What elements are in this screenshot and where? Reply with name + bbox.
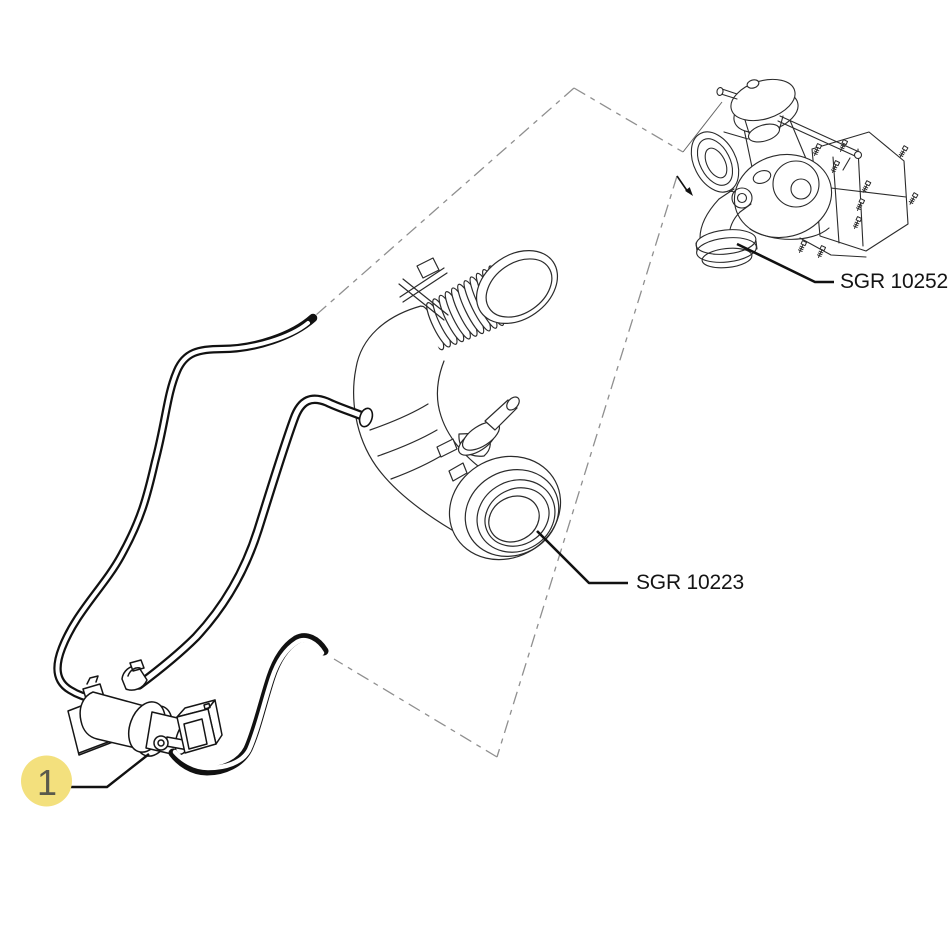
pointer-arrow-head	[685, 187, 693, 196]
leader-item-1	[56, 753, 150, 789]
vacuum-hoses-drawing	[53, 313, 374, 704]
vacuum-hose-lower-drawing	[168, 633, 329, 776]
duct-elbow-inner-edge	[436, 360, 499, 481]
air-intake-duct-drawing	[353, 250, 562, 561]
actuator-rod	[777, 115, 858, 157]
duct-lower-cuff-ring	[464, 469, 560, 557]
turbo-housing-boss	[731, 187, 753, 209]
turbo-compressor-hub	[790, 178, 812, 200]
valve-top-clamp	[121, 665, 148, 691]
duct-clamp-tab	[416, 257, 440, 279]
valve-connector-window	[183, 718, 208, 750]
assembly-location-dashed-lines	[315, 87, 684, 758]
pointer-arrow-shaft	[676, 175, 689, 193]
solenoid-valve-drawing	[67, 659, 223, 757]
vacuum-hose-middle-core	[136, 396, 368, 688]
turbo-housing-bottom-edge	[749, 227, 830, 240]
duct-lower-opening-rim	[476, 479, 556, 553]
turbo-compressor-scroll	[772, 160, 820, 208]
valve-top-clamp-arc	[127, 667, 141, 677]
turbo-bracket-foot	[799, 237, 867, 258]
valve-left-port-tab	[86, 675, 99, 685]
duct-spout-opening	[506, 396, 520, 411]
duct-lower-opening-bore	[488, 495, 540, 543]
actuator-fitting-opening	[716, 86, 724, 97]
leader-sgr-10223	[536, 530, 628, 585]
actuator-base-ring	[747, 123, 781, 143]
dashed-line-right-edge	[496, 175, 678, 758]
turbo-outlet-elbow-left	[699, 198, 720, 239]
actuator-vacuum-fitting	[720, 88, 738, 100]
turbo-inlet-ring	[696, 138, 734, 186]
duct-slot-molding	[436, 438, 458, 458]
turbo-bracket-line	[857, 148, 864, 247]
turbo-flange-ring	[696, 237, 757, 263]
item-1-badge-number[interactable]: 1	[37, 762, 57, 803]
actuator-rod-clevis	[853, 150, 863, 160]
label-sgr-10252[interactable]: SGR 10252	[840, 270, 948, 293]
valve-connector-hole	[203, 702, 211, 710]
dashed-line-top-right	[573, 87, 684, 153]
duct-upper-opening-bore	[485, 258, 553, 318]
duct-slot-molding	[448, 462, 468, 482]
duct-brace-molding	[398, 267, 449, 321]
actuator-top-nub	[746, 79, 760, 89]
label-sgr-10223[interactable]: SGR 10223	[636, 571, 744, 594]
dashed-line-bottom-edge	[333, 658, 498, 758]
turbo-flange-gasket	[701, 247, 753, 269]
valve-nipple-bore	[157, 739, 165, 747]
turbo-inlet-bore	[704, 147, 728, 179]
duct-elbow-rib	[377, 429, 438, 457]
duct-lower-opening-ring	[484, 487, 550, 547]
callout-leader-lines	[56, 242, 834, 789]
dashed-line-top-left	[315, 87, 575, 316]
vacuum-hose-lower-core	[172, 637, 325, 771]
vacuum-hose-open-end	[358, 407, 374, 428]
turbo-center-housing	[733, 153, 833, 239]
turbo-outlet-neck	[718, 188, 752, 213]
wastegate-arm	[842, 157, 851, 171]
item-1-badge-circle[interactable]	[21, 755, 72, 807]
leader-sgr-10252	[736, 242, 834, 284]
duct-elbow-rib	[369, 403, 429, 431]
turbo-housing-port	[752, 170, 772, 184]
turbo-inlet-ring-outer	[690, 131, 740, 193]
turbo-housing-boss-hole	[736, 192, 748, 204]
pointer-line-to-actuator	[682, 101, 723, 153]
vacuum-hose-upper-core	[55, 321, 310, 701]
item-1-badge[interactable]: 1	[21, 755, 72, 807]
turbocharger-drawing	[690, 78, 919, 269]
